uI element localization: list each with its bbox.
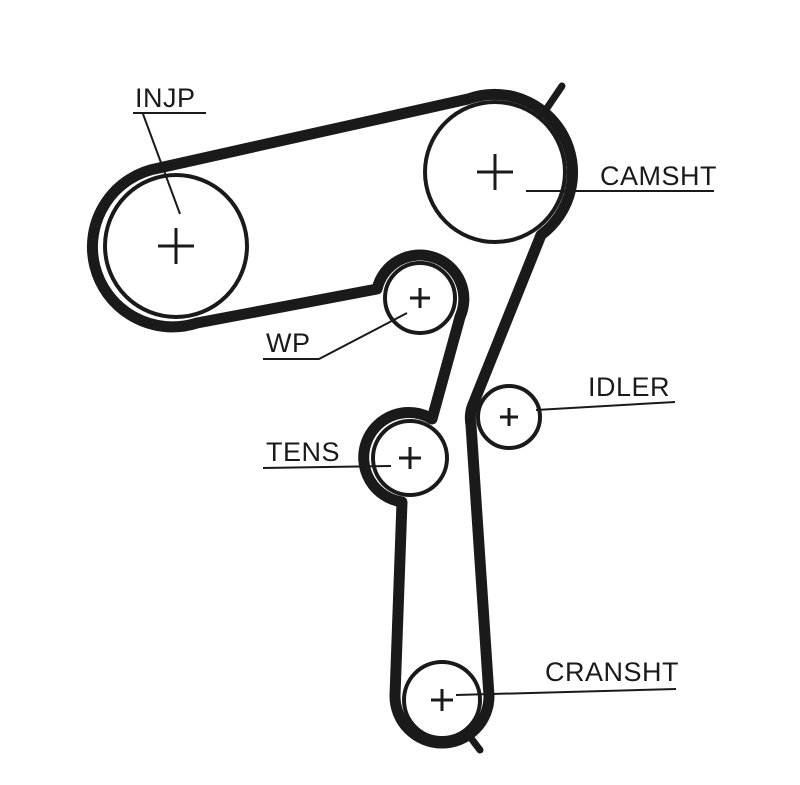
idler-label: IDLER — [588, 372, 670, 402]
injp-leader-line — [142, 113, 181, 215]
tens-label: TENS — [266, 437, 340, 467]
pulley-injp: INJP — [103, 83, 249, 319]
wp-leader-line — [263, 312, 408, 360]
pulley-camsht: CAMSHT — [423, 100, 717, 244]
pulley-tens: TENS — [262, 419, 449, 497]
pulley-cransht: CRANSHT — [402, 657, 679, 740]
tens-leader-line — [262, 465, 392, 469]
cransht-leader-line — [455, 688, 677, 696]
camshaft-timing-mark — [539, 82, 566, 118]
crankshaft-timing-mark — [460, 725, 484, 754]
idler-leader-line — [535, 401, 676, 411]
wp-label: WP — [266, 328, 311, 358]
injp-label: INJP — [135, 83, 196, 113]
timing-belt — [86, 88, 579, 749]
pulley-idler: IDLER — [476, 372, 676, 450]
pulley-wp: WP — [263, 261, 457, 360]
cransht-label: CRANSHT — [545, 657, 679, 687]
camsht-label: CAMSHT — [600, 161, 717, 191]
